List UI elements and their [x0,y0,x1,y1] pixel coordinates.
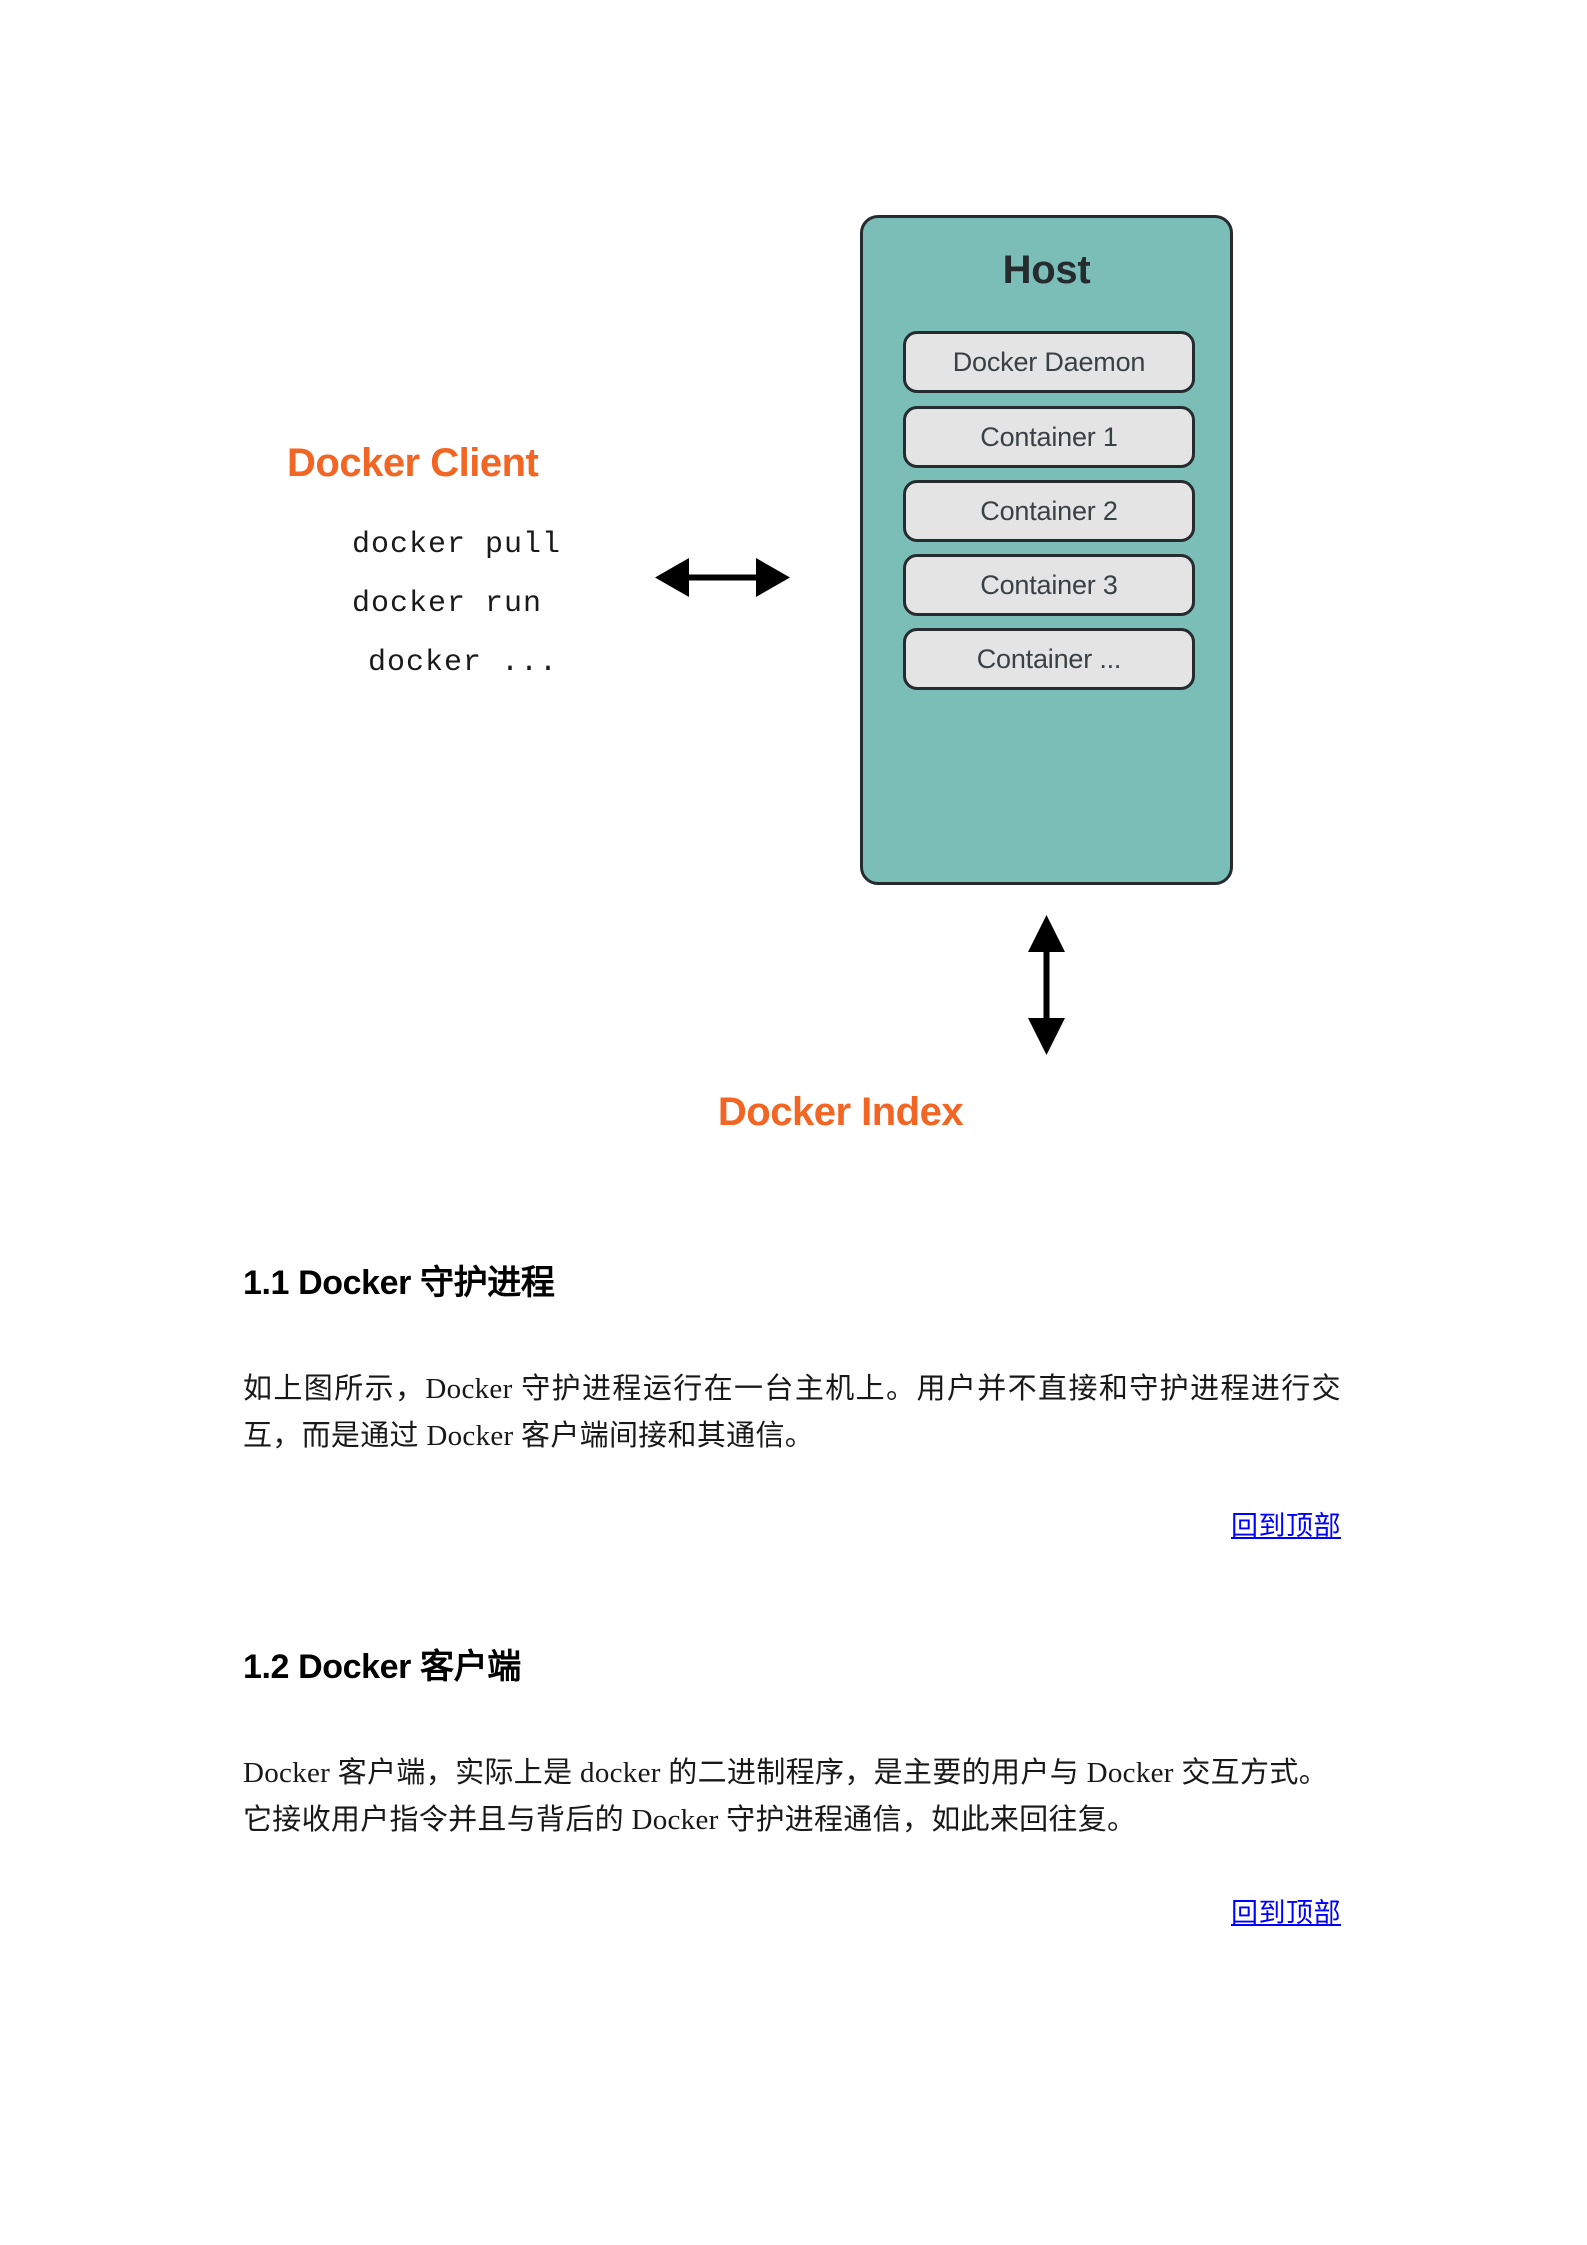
host-child-container-3: Container 3 [903,554,1195,616]
client-command-docker-pull: docker pull [352,528,562,562]
section-body-1-1: 如上图所示，Docker 守护进程运行在一台主机上。用户并不直接和守护进程进行交… [243,1373,1341,1452]
docker-index-label: Docker Index [717,1090,964,1134]
host-title: Host [1002,248,1091,292]
client-command-docker-run: docker run [352,587,543,621]
back-to-top-row: 回到顶部 [243,1504,1341,1543]
back-to-top-link-1[interactable]: 回到顶部 [1231,1510,1341,1541]
docker-architecture-diagram: Docker Client docker pull docker run doc… [287,215,1233,1134]
section-body-1-2: Docker 客户端，实际上是 docker 的二进制程序，是主要的用户与 Do… [243,1756,1328,1836]
host-box: Host Docker Daemon Container 1 Container… [860,215,1233,885]
section-heading-1-1: 1.1 Docker 守护进程 [243,1264,555,1302]
back-to-top-link-2[interactable]: 回到顶部 [1231,1897,1341,1928]
client-command-docker-ellipsis: docker ... [368,646,559,680]
host-child-container-ellipsis: Container ... [903,628,1195,690]
back-to-top-row: 回到顶部 [243,1891,1341,1930]
horizontal-double-arrow-icon [655,558,790,597]
document-content: 1.1 Docker 守护进程 如上图所示，Docker 守护进程运行在一台主机… [243,1180,1343,1930]
vertical-double-arrow-icon [1028,915,1065,1055]
host-child-docker-daemon: Docker Daemon [903,331,1195,393]
host-child-container-2: Container 2 [903,480,1195,542]
docker-client-label: Docker Client [287,441,539,485]
section-heading-1-2: 1.2 Docker 客户端 [243,1647,521,1686]
host-child-container-1: Container 1 [903,406,1195,468]
